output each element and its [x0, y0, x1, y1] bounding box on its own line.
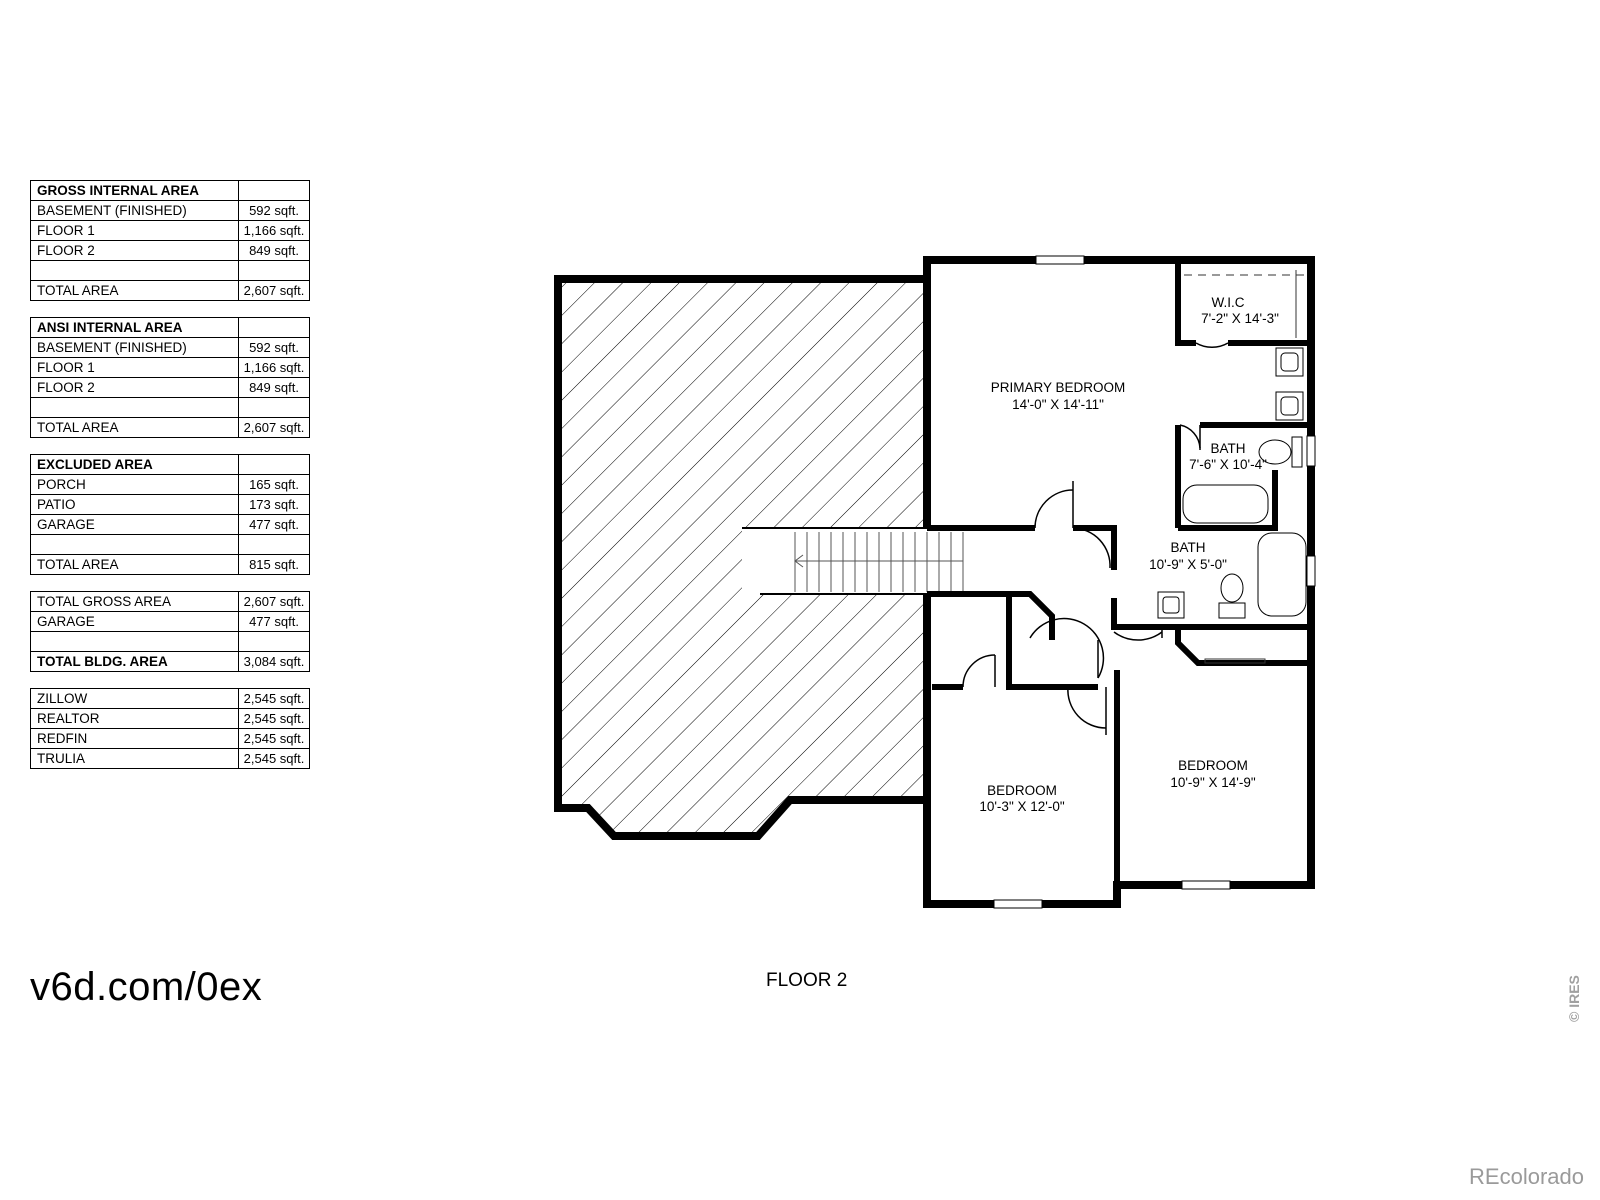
- staircase: [742, 527, 968, 595]
- row-value: 477 sqft.: [238, 611, 310, 632]
- summary-area-table: TOTAL GROSS AREA 2,607 sqft. GARAGE 477 …: [30, 591, 310, 672]
- table-row: TRULIA 2,545 sqft.: [30, 748, 310, 769]
- row-value: 1,166 sqft.: [238, 357, 310, 378]
- total-value: 2,607 sqft.: [238, 280, 310, 301]
- total-label: TOTAL BLDG. AREA: [30, 651, 239, 672]
- total-row: TOTAL BLDG. AREA 3,084 sqft.: [30, 651, 310, 672]
- interior-walls: [927, 260, 1311, 904]
- row-value: 849 sqft.: [238, 240, 310, 261]
- table-row: REDFIN 2,545 sqft.: [30, 728, 310, 749]
- total-value: 3,084 sqft.: [238, 651, 310, 672]
- room-name-bedroom: BEDROOM: [1178, 758, 1248, 773]
- table-title: ANSI INTERNAL AREA: [30, 317, 239, 338]
- total-label: TOTAL AREA: [30, 554, 239, 575]
- room-name-bath: BATH: [1210, 441, 1245, 456]
- listing-url: v6d.com/0ex: [30, 965, 263, 1009]
- total-label: TOTAL AREA: [30, 280, 239, 301]
- total-row: TOTAL AREA 2,607 sqft.: [30, 417, 310, 438]
- row-label: PORCH: [30, 474, 239, 495]
- gross-internal-area-table: GROSS INTERNAL AREA BASEMENT (FINISHED) …: [30, 180, 310, 301]
- table-header-row: ANSI INTERNAL AREA: [30, 317, 310, 338]
- table-row: FLOOR 2 849 sqft.: [30, 240, 310, 261]
- room-dims-bedroom: 10'-9" X 14'-9": [1170, 775, 1255, 790]
- listing-sites-table: ZILLOW 2,545 sqft. REALTOR 2,545 sqft. R…: [30, 688, 310, 769]
- open-to-below-area: [558, 279, 927, 836]
- row-value: 2,545 sqft.: [238, 748, 310, 769]
- table-row: FLOOR 2 849 sqft.: [30, 377, 310, 398]
- excluded-area-table: EXCLUDED AREA PORCH 165 sqft. PATIO 173 …: [30, 454, 310, 575]
- total-value: 815 sqft.: [238, 554, 310, 575]
- room-name-bath: BATH: [1170, 540, 1205, 555]
- table-header-row: GROSS INTERNAL AREA: [30, 180, 310, 201]
- total-value: 2,607 sqft.: [238, 417, 310, 438]
- room-dims-bath: 10'-9" X 5'-0": [1149, 557, 1227, 572]
- table-row: PORCH 165 sqft.: [30, 474, 310, 495]
- table-row: ZILLOW 2,545 sqft.: [30, 688, 310, 709]
- table-row: FLOOR 1 1,166 sqft.: [30, 357, 310, 378]
- floor-label: FLOOR 2: [766, 970, 848, 991]
- ansi-internal-area-table: ANSI INTERNAL AREA BASEMENT (FINISHED) 5…: [30, 317, 310, 438]
- total-row: TOTAL AREA 2,607 sqft.: [30, 280, 310, 301]
- row-value: 173 sqft.: [238, 494, 310, 515]
- row-label: TRULIA: [30, 748, 239, 769]
- room-dims-bath: 7'-6" X 10'-4": [1189, 457, 1267, 472]
- room-name-bedroom: BEDROOM: [987, 783, 1057, 798]
- table-row: REALTOR 2,545 sqft.: [30, 708, 310, 729]
- room-dims-bedroom: 10'-3" X 12'-0": [979, 799, 1064, 814]
- table-row: PATIO 173 sqft.: [30, 494, 310, 515]
- area-tables: GROSS INTERNAL AREA BASEMENT (FINISHED) …: [30, 180, 310, 785]
- row-value: 1,166 sqft.: [238, 220, 310, 241]
- closet-shelving: [1184, 270, 1305, 664]
- image-credit: © IRES: [1566, 975, 1582, 1022]
- bath-fixtures: [1157, 347, 1307, 619]
- room-dims-wic: 7'-2" X 14'-3": [1201, 311, 1279, 326]
- row-value: 2,545 sqft.: [238, 708, 310, 729]
- room-name-primary-bedroom: PRIMARY BEDROOM: [991, 380, 1126, 395]
- table-row: FLOOR 1 1,166 sqft.: [30, 220, 310, 241]
- total-label: TOTAL AREA: [30, 417, 239, 438]
- total-row: TOTAL AREA 815 sqft.: [30, 554, 310, 575]
- doors: [962, 342, 1229, 735]
- watermark: REcolorado: [1469, 1164, 1584, 1189]
- room-name-wic: W.I.C: [1212, 295, 1245, 310]
- room-labels: W.I.C 7'-2" X 14'-3" PRIMARY BEDROOM 14'…: [979, 295, 1279, 814]
- room-dims-primary-bedroom: 14'-0" X 14'-11": [1012, 397, 1104, 412]
- table-row: TOTAL GROSS AREA 2,607 sqft.: [30, 591, 310, 612]
- windows: [993, 255, 1316, 909]
- table-row: BASEMENT (FINISHED) 592 sqft.: [30, 200, 310, 221]
